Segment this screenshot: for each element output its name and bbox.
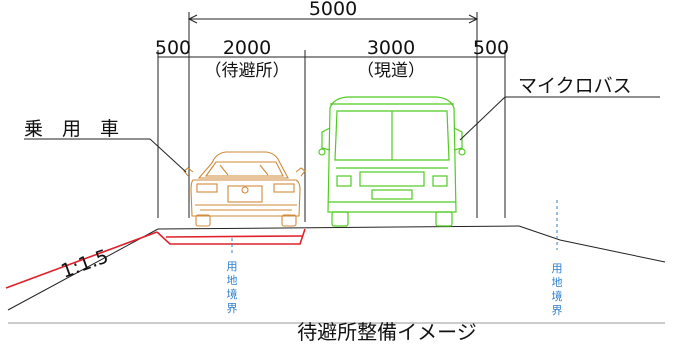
car-label: 乗 用 車	[24, 118, 119, 140]
bus-leader	[459, 96, 660, 141]
boundary-left-char-2: 地	[227, 274, 238, 287]
dim-road-label: （現道）	[357, 61, 425, 81]
bus-label: マイクロバス	[518, 75, 632, 97]
dim-right-margin: 500	[473, 37, 509, 59]
boundary-right-char-3: 境	[552, 289, 563, 303]
diagram-caption: 待避所整備イメージ	[297, 320, 477, 344]
dim-passing-place: 2000	[223, 37, 271, 59]
microbus-rear-view	[318, 96, 466, 227]
car-rear-view	[183, 151, 306, 227]
dim-left-margin: 500	[155, 37, 191, 59]
boundary-left-char-3: 境	[227, 287, 238, 301]
boundary-right: 用 地 境 界	[552, 262, 563, 317]
boundary-right-char-1: 用	[552, 262, 563, 275]
ground-profile	[7, 225, 666, 311]
boundary-right-char-4: 界	[552, 304, 563, 317]
boundary-left: 用 地 境 界	[227, 260, 238, 315]
boundary-left-char-4: 界	[227, 302, 238, 315]
boundary-left-char-1: 用	[227, 260, 238, 273]
dim-passing-place-label: （待避所）	[205, 61, 290, 81]
dim-road: 3000	[367, 37, 415, 59]
boundary-right-char-2: 地	[552, 276, 563, 289]
dimension-lines	[157, 12, 506, 222]
dim-total: 5000	[309, 0, 357, 20]
slope-ratio-label: 1:1.5	[58, 245, 111, 282]
slope-widening	[5, 228, 306, 289]
car-leader	[24, 138, 187, 173]
